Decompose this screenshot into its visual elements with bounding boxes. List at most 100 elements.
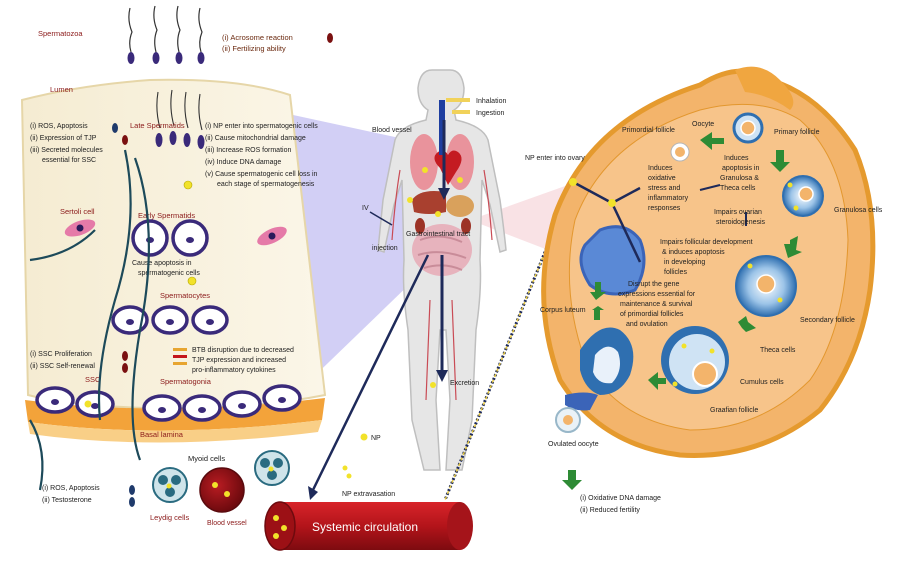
injection-label: injection (372, 245, 398, 252)
primordial-label: Primordial follicle (622, 127, 675, 134)
apoptosis-ovary-3: Granulosa & (720, 175, 759, 182)
nanoparticle (183, 180, 193, 190)
btb-label-3: pro-inflammatory cytokines (192, 367, 276, 374)
fertilizing-label: (ii) Fertilizing ability (222, 44, 286, 53)
signal-line (131, 157, 150, 461)
follicle-progress-arrows (562, 132, 802, 490)
nanoparticle (360, 433, 368, 441)
follicular-4: follicles (664, 269, 687, 276)
disrupt-5: and ovulation (626, 321, 668, 328)
apoptosis-ovary-1: Induces (724, 155, 749, 162)
secreted-molecules-2: essential for SSC (42, 157, 96, 164)
body-blood-vessel-label: Blood vessel (372, 127, 412, 134)
testosterone-label: (ii) Testosterone (42, 497, 92, 504)
follicular-3: in developing (664, 259, 705, 266)
ssc-label: SSC (85, 375, 101, 384)
late-spermatids (155, 89, 205, 149)
nanoparticle (569, 178, 577, 186)
nanoparticle (422, 167, 428, 173)
nanoparticle (342, 465, 348, 471)
ssc-proliferation: (i) SSC Proliferation (30, 351, 92, 358)
myoid-label: Myoid cells (188, 454, 225, 463)
disrupt-2: expressions essential for (618, 291, 696, 298)
leydig-cells (152, 450, 290, 503)
tjp-expression: (ii) Expression of TJP (30, 135, 97, 142)
np-effect-1: (i) NP enter into spermatogenic cells (205, 123, 318, 130)
sertoli-label: Sertoli cell (60, 207, 95, 216)
dna-damage-label: (i) Oxidative DNA damage (580, 495, 661, 502)
np-effect-6: each stage of spermatogenesis (217, 181, 315, 188)
basal-lamina-label: Basal lamina (140, 430, 184, 439)
oocyte-label: Oocyte (692, 121, 714, 128)
np-effect-5: (v) Cause spermatogenic cell loss in (205, 171, 318, 178)
steroid-2: steroidogenesis (716, 219, 766, 226)
systemic-circulation: Systemic circulation (264, 501, 473, 551)
apoptosis-label-1: Cause apoptosis in (132, 260, 192, 267)
iv-label: IV (362, 205, 369, 212)
np-effect-2: (ii) Cause mitochondrial damage (205, 135, 306, 142)
corpus-label-1: Corpus luteum (540, 307, 586, 314)
np-enter-ovary-label-1: NP enter into ovary (525, 155, 585, 162)
btb-label-1: BTB disruption due to decreased (192, 347, 294, 354)
ssc-self-renewal: (ii) SSC Self-renewal (30, 363, 95, 370)
np-effect-4: (iv) Induce DNA damage (205, 159, 281, 166)
corpus-luteum (579, 225, 646, 296)
testis-blood-vessel-label-1: Blood vessel (207, 520, 247, 527)
spermatogonia-row (35, 384, 302, 422)
oxidative-2: oxidative (648, 175, 676, 182)
nanoparticle (430, 382, 436, 388)
disrupt-4: of primordial follicles (620, 311, 684, 318)
oxidative-1: Induces (648, 165, 673, 172)
np-label: NP (371, 435, 381, 442)
np-effect-3: (iii) Increase ROS formation (205, 147, 291, 154)
spermatogonia-label: Spermatogonia (160, 377, 212, 386)
signal-line (29, 229, 96, 262)
secondary-label: Secondary follicle (800, 317, 855, 324)
spermatocytes (111, 305, 229, 335)
follicular-1: Impairs follicular development (660, 239, 753, 246)
spermatozoa-group (127, 5, 205, 64)
trachea (439, 100, 445, 155)
nanoparticle (407, 197, 413, 203)
oxidative-4: inflammatory (648, 195, 689, 202)
heart (434, 150, 462, 185)
spermatozoa-label: Spermatozoa (38, 29, 83, 38)
nanoparticle (457, 177, 463, 183)
nanoparticle (84, 400, 92, 408)
ingestion-label: Ingestion (476, 110, 505, 117)
ros-apoptosis-top: (i) ROS, Apoptosis (30, 123, 88, 130)
cumulus-label: Cumulus cells (740, 379, 784, 386)
liver (412, 191, 446, 214)
gi-label: Gastrointestinal tract (406, 231, 470, 238)
np-extravasation-label: NP extravasation (342, 491, 395, 498)
late-spermatids-label: Late Spermatids (130, 121, 185, 130)
oxidative-3: stress and (648, 185, 680, 192)
btb-marker (173, 348, 187, 351)
ros-apoptosis-bottom: (i) ROS, Apoptosis (42, 485, 100, 492)
human-body: Inhalation Ingestion Blood vessel IV inj… (264, 69, 574, 551)
left-lung (410, 134, 438, 190)
inhalation-label: Inhalation (476, 98, 506, 105)
early-spermatids-label: Early Spermatids (138, 211, 195, 220)
steroid-1: Impairs ovarian (714, 209, 762, 216)
graafian-label: Graafian follicle (710, 407, 758, 414)
testis-panel: Spermatozoa (i) Acrosome reaction (ii) F… (20, 5, 333, 527)
nanoparticle (346, 473, 352, 479)
excretion-label: Excretion (450, 380, 479, 387)
oxidative-5: responses (648, 205, 681, 212)
theca-label: Theca cells (760, 347, 796, 354)
secreted-molecules-1: (iii) Secreted molecules (30, 147, 103, 154)
lumen-label: Lumen (50, 85, 73, 94)
signal-line (97, 149, 132, 421)
nanoparticle (435, 211, 441, 217)
disrupt-1: Disrupt the gene (628, 281, 679, 288)
signal-line (29, 419, 44, 491)
nanoparticle (187, 276, 197, 286)
apoptosis-ovary-2: apoptosis in (722, 165, 759, 172)
ovary-panel: NP enter into ovary Primordial follicle … (525, 66, 883, 514)
primary-follicle-label: Primary follicle (774, 129, 820, 136)
spermatocytes-label: Spermatocytes (160, 291, 210, 300)
testis-link-line (310, 254, 430, 493)
stomach (446, 195, 474, 217)
